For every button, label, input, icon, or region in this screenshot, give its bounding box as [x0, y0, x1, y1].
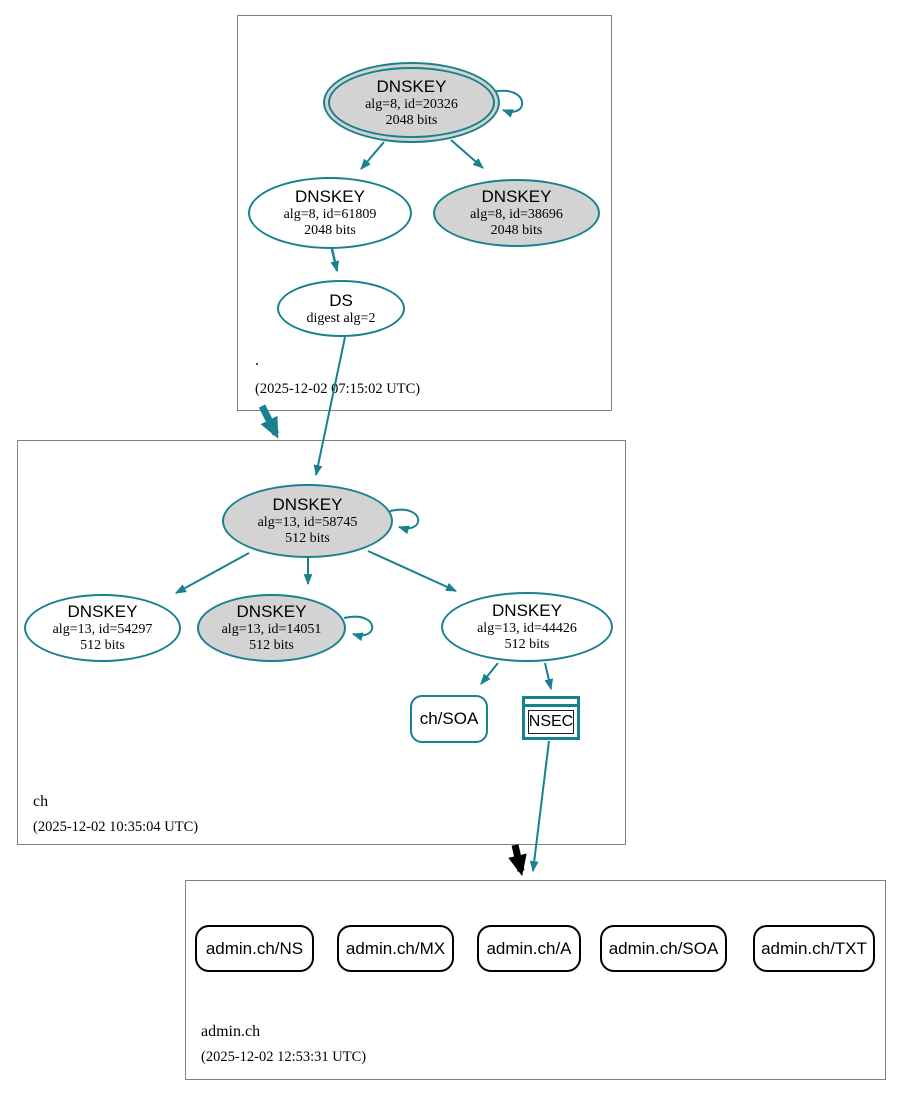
- zone-timestamp-ch: (2025-12-02 10:35:04 UTC): [33, 819, 199, 835]
- dnskey-node-44426[interactable]: DNSKEY alg=13, id=44426 512 bits: [441, 592, 613, 662]
- dnskey-detail: 2048 bits: [490, 223, 543, 238]
- edge-ksk20326-to-dnskey38696: [450, 139, 484, 169]
- dnskey-node-20326-inner: DNSKEY alg=8, id=20326 2048 bits: [328, 67, 495, 138]
- edge-zsk44426-to-ch-soa: [480, 662, 499, 685]
- zone-timestamp-admin-ch: (2025-12-02 12:53:31 UTC): [201, 1049, 367, 1065]
- rrset-node-admin-ch-a[interactable]: admin.ch/A: [477, 925, 581, 972]
- edge-ksk58745-to-zsk44426: [367, 550, 458, 592]
- dnskey-detail: alg=8, id=38696: [470, 207, 563, 222]
- rrset-label: admin.ch/A: [486, 938, 572, 958]
- dnskey-detail: 2048 bits: [304, 223, 356, 238]
- rrset-node-admin-ch-ns[interactable]: admin.ch/NS: [195, 925, 314, 972]
- ds-title: DS: [329, 290, 353, 310]
- edge-ksk20326-to-zsk61809: [360, 141, 385, 170]
- zone-name-root: .: [255, 352, 259, 369]
- dnskey-detail: alg=13, id=44426: [477, 621, 577, 636]
- dnskey-detail: alg=13, id=14051: [221, 622, 322, 637]
- edge-ds-to-ch-ksk: [313, 336, 346, 477]
- rrset-label: admin.ch/SOA: [608, 938, 719, 958]
- zone-box-ch: [17, 440, 626, 845]
- dnskey-node-20326[interactable]: DNSKEY alg=8, id=20326 2048 bits: [323, 62, 500, 143]
- edge-ksk58745-selfloop: [389, 508, 420, 535]
- rrset-node-ch-soa[interactable]: ch/SOA: [410, 695, 488, 743]
- rrset-node-admin-ch-mx[interactable]: admin.ch/MX: [337, 925, 454, 972]
- dnskey-detail: alg=8, id=61809: [283, 207, 377, 222]
- zone-timestamp-root: (2025-12-02 07:15:02 UTC): [255, 381, 421, 397]
- ds-detail: digest alg=2: [306, 310, 376, 326]
- zone-name-admin-ch: admin.ch: [201, 1023, 261, 1040]
- zone-name-ch: ch: [33, 793, 49, 810]
- edge-zsk14051-selfloop: [343, 615, 374, 642]
- rrset-label: admin.ch/TXT: [761, 938, 867, 958]
- nsec-node[interactable]: NSEC: [522, 696, 580, 740]
- rrset-node-admin-ch-soa[interactable]: admin.ch/SOA: [600, 925, 727, 972]
- edge-delegation-ch-to-admin-ch: [508, 844, 527, 877]
- dnskey-detail: alg=13, id=54297: [52, 622, 153, 637]
- rrset-label: admin.ch/MX: [345, 938, 446, 958]
- dnskey-title: DNSKEY: [376, 76, 447, 96]
- edge-ksk58745-to-zsk54297: [175, 552, 250, 594]
- dnskey-detail: alg=13, id=58745: [257, 515, 358, 530]
- zone-box-admin-ch: [185, 880, 886, 1080]
- dnskey-detail: 512 bits: [504, 637, 550, 652]
- dnskey-title: DNSKEY: [236, 602, 307, 621]
- edge-nsec-to-admin-ch: [529, 740, 550, 873]
- dnskey-title: DNSKEY: [295, 187, 365, 206]
- dnskey-title: DNSKEY: [481, 187, 552, 206]
- dnskey-detail: 512 bits: [249, 638, 294, 653]
- dnskey-title: DNSKEY: [492, 601, 562, 620]
- dnskey-detail: 512 bits: [285, 531, 330, 546]
- dnskey-detail: 2048 bits: [385, 112, 438, 128]
- dnskey-title: DNSKEY: [272, 495, 343, 514]
- rrset-node-admin-ch-txt[interactable]: admin.ch/TXT: [753, 925, 875, 972]
- edge-ksk20326-selfloop: [492, 89, 524, 118]
- ds-node[interactable]: DS digest alg=2: [277, 280, 405, 337]
- dnskey-node-61809[interactable]: DNSKEY alg=8, id=61809 2048 bits: [248, 177, 412, 249]
- edge-zsk61809-to-ds: [330, 248, 340, 273]
- dnskey-detail: 512 bits: [80, 638, 125, 653]
- dnskey-node-58745[interactable]: DNSKEY alg=13, id=58745 512 bits: [222, 484, 393, 558]
- nsec-label: NSEC: [528, 710, 574, 734]
- edge-zsk44426-to-nsec: [544, 662, 554, 691]
- rrset-label: ch/SOA: [419, 709, 479, 728]
- rrset-label: admin.ch/NS: [205, 938, 304, 958]
- dnskey-detail: alg=8, id=20326: [365, 96, 458, 112]
- edge-delegation-root-to-ch: [258, 404, 280, 439]
- dnskey-node-54297[interactable]: DNSKEY alg=13, id=54297 512 bits: [24, 594, 181, 662]
- zone-box-root: [237, 15, 612, 411]
- dnskey-title: DNSKEY: [67, 602, 138, 621]
- dnskey-node-14051[interactable]: DNSKEY alg=13, id=14051 512 bits: [197, 594, 346, 662]
- dnskey-node-38696[interactable]: DNSKEY alg=8, id=38696 2048 bits: [433, 179, 600, 247]
- nsec-header-band: [525, 699, 577, 707]
